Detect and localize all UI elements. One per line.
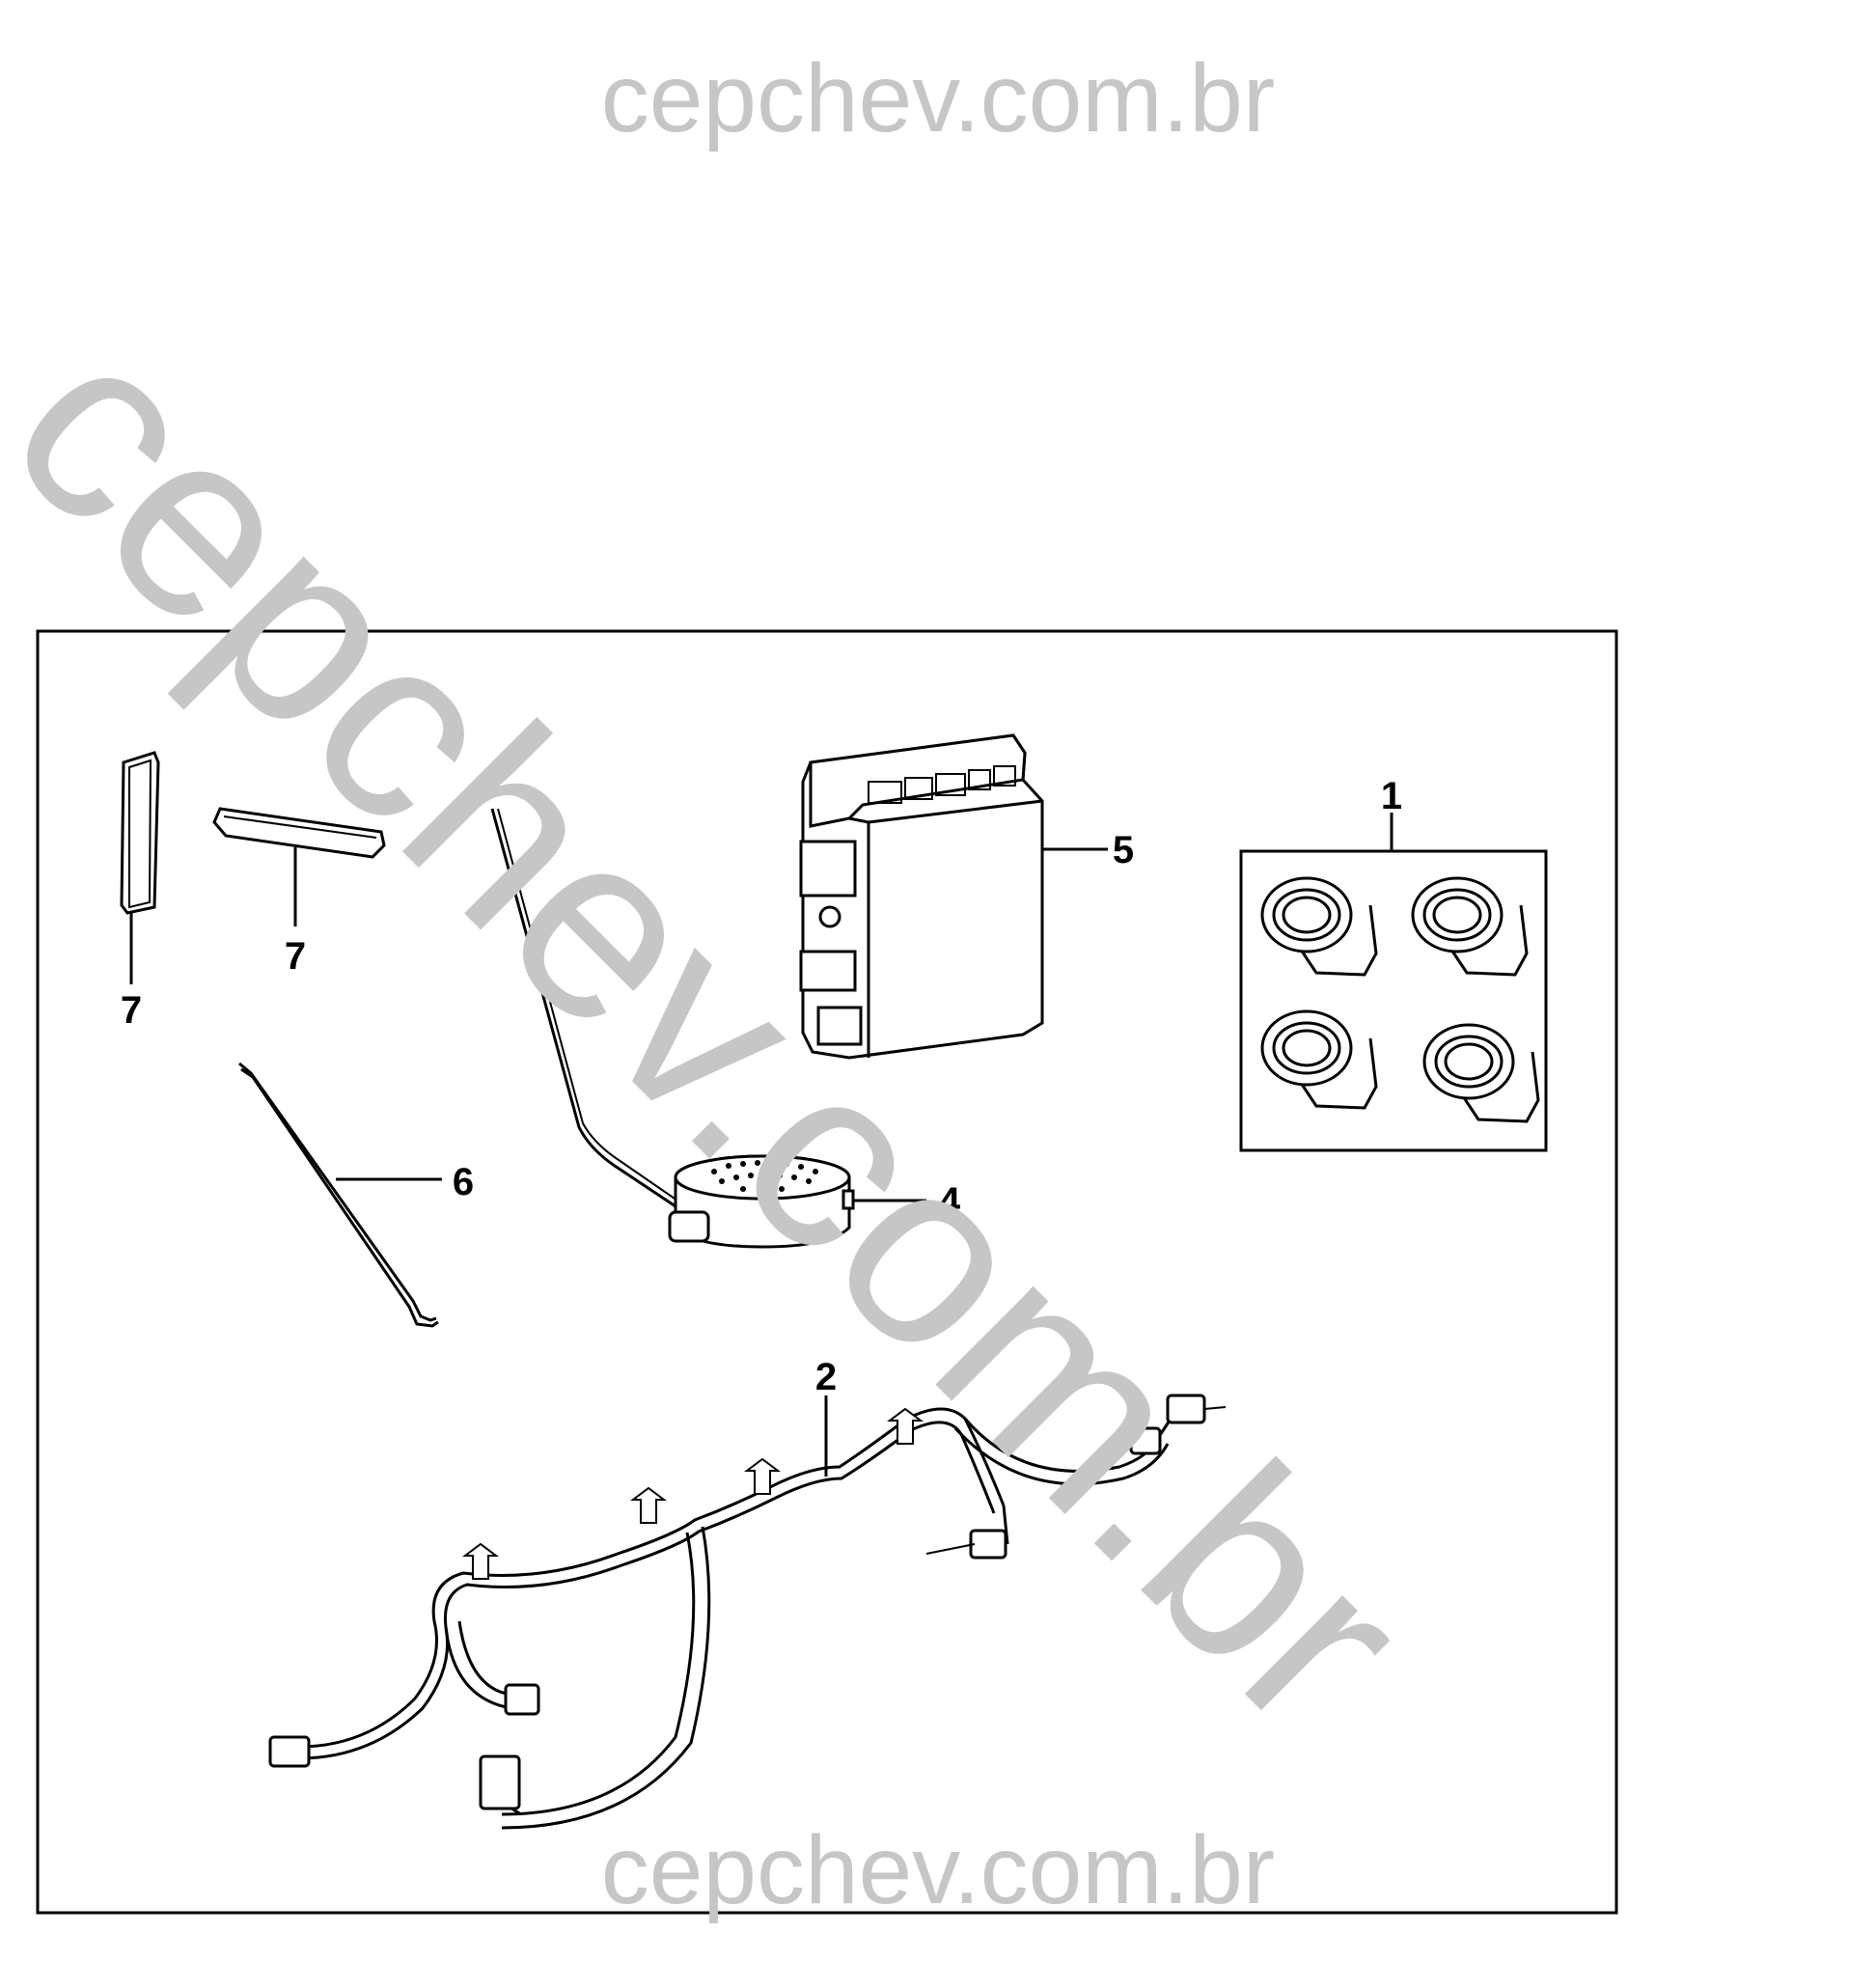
sensor-set-box xyxy=(1239,849,1548,1152)
callout-2: 2 xyxy=(815,1356,837,1398)
callout-7b: 7 xyxy=(285,935,306,978)
callout-7a: 7 xyxy=(121,989,142,1032)
harness-pointer-b xyxy=(1203,1406,1227,1410)
harness-pointer-a xyxy=(925,1543,976,1555)
diagram-frame xyxy=(36,629,1618,1915)
watermark-top: cepchev.com.br xyxy=(600,44,1276,152)
buzzer-speaker-icon xyxy=(490,808,855,1249)
adhesive-pad-horizontal-icon xyxy=(212,807,386,859)
callout-5: 5 xyxy=(1113,829,1134,871)
control-module-icon xyxy=(799,733,1044,1060)
callout-6: 6 xyxy=(453,1161,474,1203)
watermark-bottom: cepchev.com.br xyxy=(600,1816,1276,1924)
harness-clips xyxy=(462,1407,924,1580)
callout-4: 4 xyxy=(939,1180,961,1223)
park-sensor-set-icon xyxy=(1260,876,1540,1123)
callout-1: 1 xyxy=(1381,775,1402,817)
adhesive-pad-vertical-icon xyxy=(120,751,160,915)
bracket-rod-icon xyxy=(238,1062,439,1328)
